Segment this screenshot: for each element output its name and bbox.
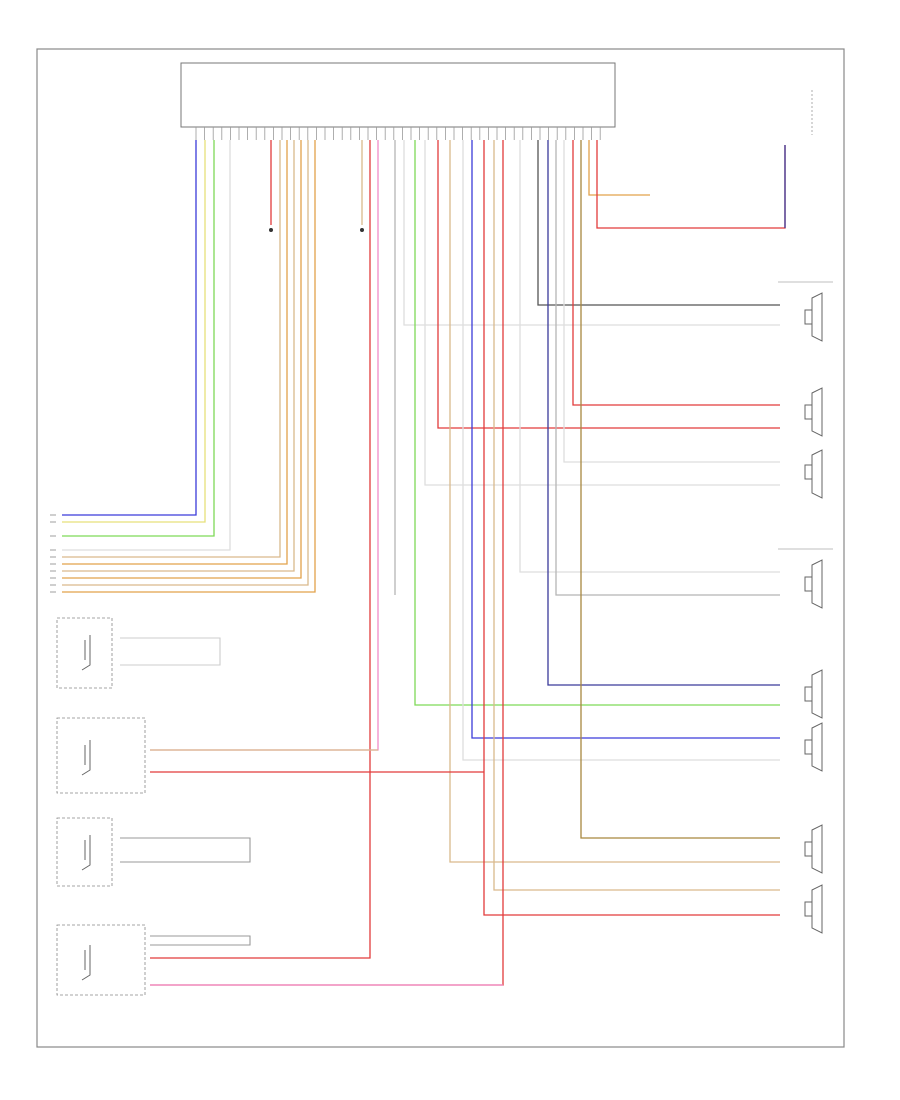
wire-red-right <box>437 140 780 429</box>
front-left-tweeter <box>56 617 113 689</box>
wire-gray-right <box>555 140 780 596</box>
speaker-left-front <box>804 669 823 719</box>
wire-tan-1 <box>62 140 281 558</box>
wire-pink-mid <box>150 140 379 751</box>
speaker-right-front-2 <box>804 824 823 874</box>
wire-orange-3 <box>62 140 316 593</box>
wire-white-right <box>462 140 780 761</box>
speaker-right-2 <box>804 387 823 437</box>
splice-left <box>269 228 273 232</box>
front-left-midrange <box>56 717 146 794</box>
wire-tan-3 <box>62 140 309 586</box>
wire-white-left <box>62 140 231 551</box>
wire-gray-bl3 <box>150 935 251 946</box>
wire-orange-1 <box>62 140 288 565</box>
wire-tan-right <box>449 140 780 863</box>
wire-red-right4 <box>572 140 780 406</box>
wire-orange-2 <box>62 140 302 579</box>
speaker-left-rear <box>804 722 823 772</box>
left-terminal-marks <box>50 514 56 593</box>
wire-white-right2 <box>519 140 780 573</box>
speaker-right-rear <box>804 884 823 934</box>
head-unit-box <box>180 62 616 128</box>
wire-white-right3 <box>563 140 780 463</box>
wire-gray-bl1 <box>120 637 221 666</box>
wire-white-mid2 <box>424 140 780 486</box>
wire-red-mid <box>150 140 371 959</box>
front-right-tweeter <box>56 817 113 887</box>
wire-yellow-left <box>62 140 206 523</box>
head-unit-pins <box>195 127 601 140</box>
wire-green-mid <box>414 140 780 706</box>
splice-mid <box>360 228 364 232</box>
wire-navy-right <box>537 140 780 306</box>
wire-blue-left <box>62 140 197 516</box>
wire-tan-right2 <box>493 140 780 891</box>
wire-white-mid <box>403 140 780 326</box>
wire-brown-right <box>580 140 780 839</box>
wire-red-ign <box>596 140 786 229</box>
speaker-subwoofer <box>778 548 833 609</box>
wire-red-right2 <box>483 140 780 916</box>
wire-tan-2 <box>62 140 295 572</box>
speaker-right-1 <box>778 281 833 342</box>
speaker-center <box>804 449 823 499</box>
wire-navy-right2 <box>547 140 780 686</box>
diagram-frame <box>36 48 845 1048</box>
wire-blue-right <box>471 140 780 739</box>
wire-gray-bl2 <box>120 837 251 863</box>
wire-pink-right <box>588 140 650 196</box>
wire-green-left <box>62 140 215 537</box>
front-right-midrange <box>56 924 146 996</box>
